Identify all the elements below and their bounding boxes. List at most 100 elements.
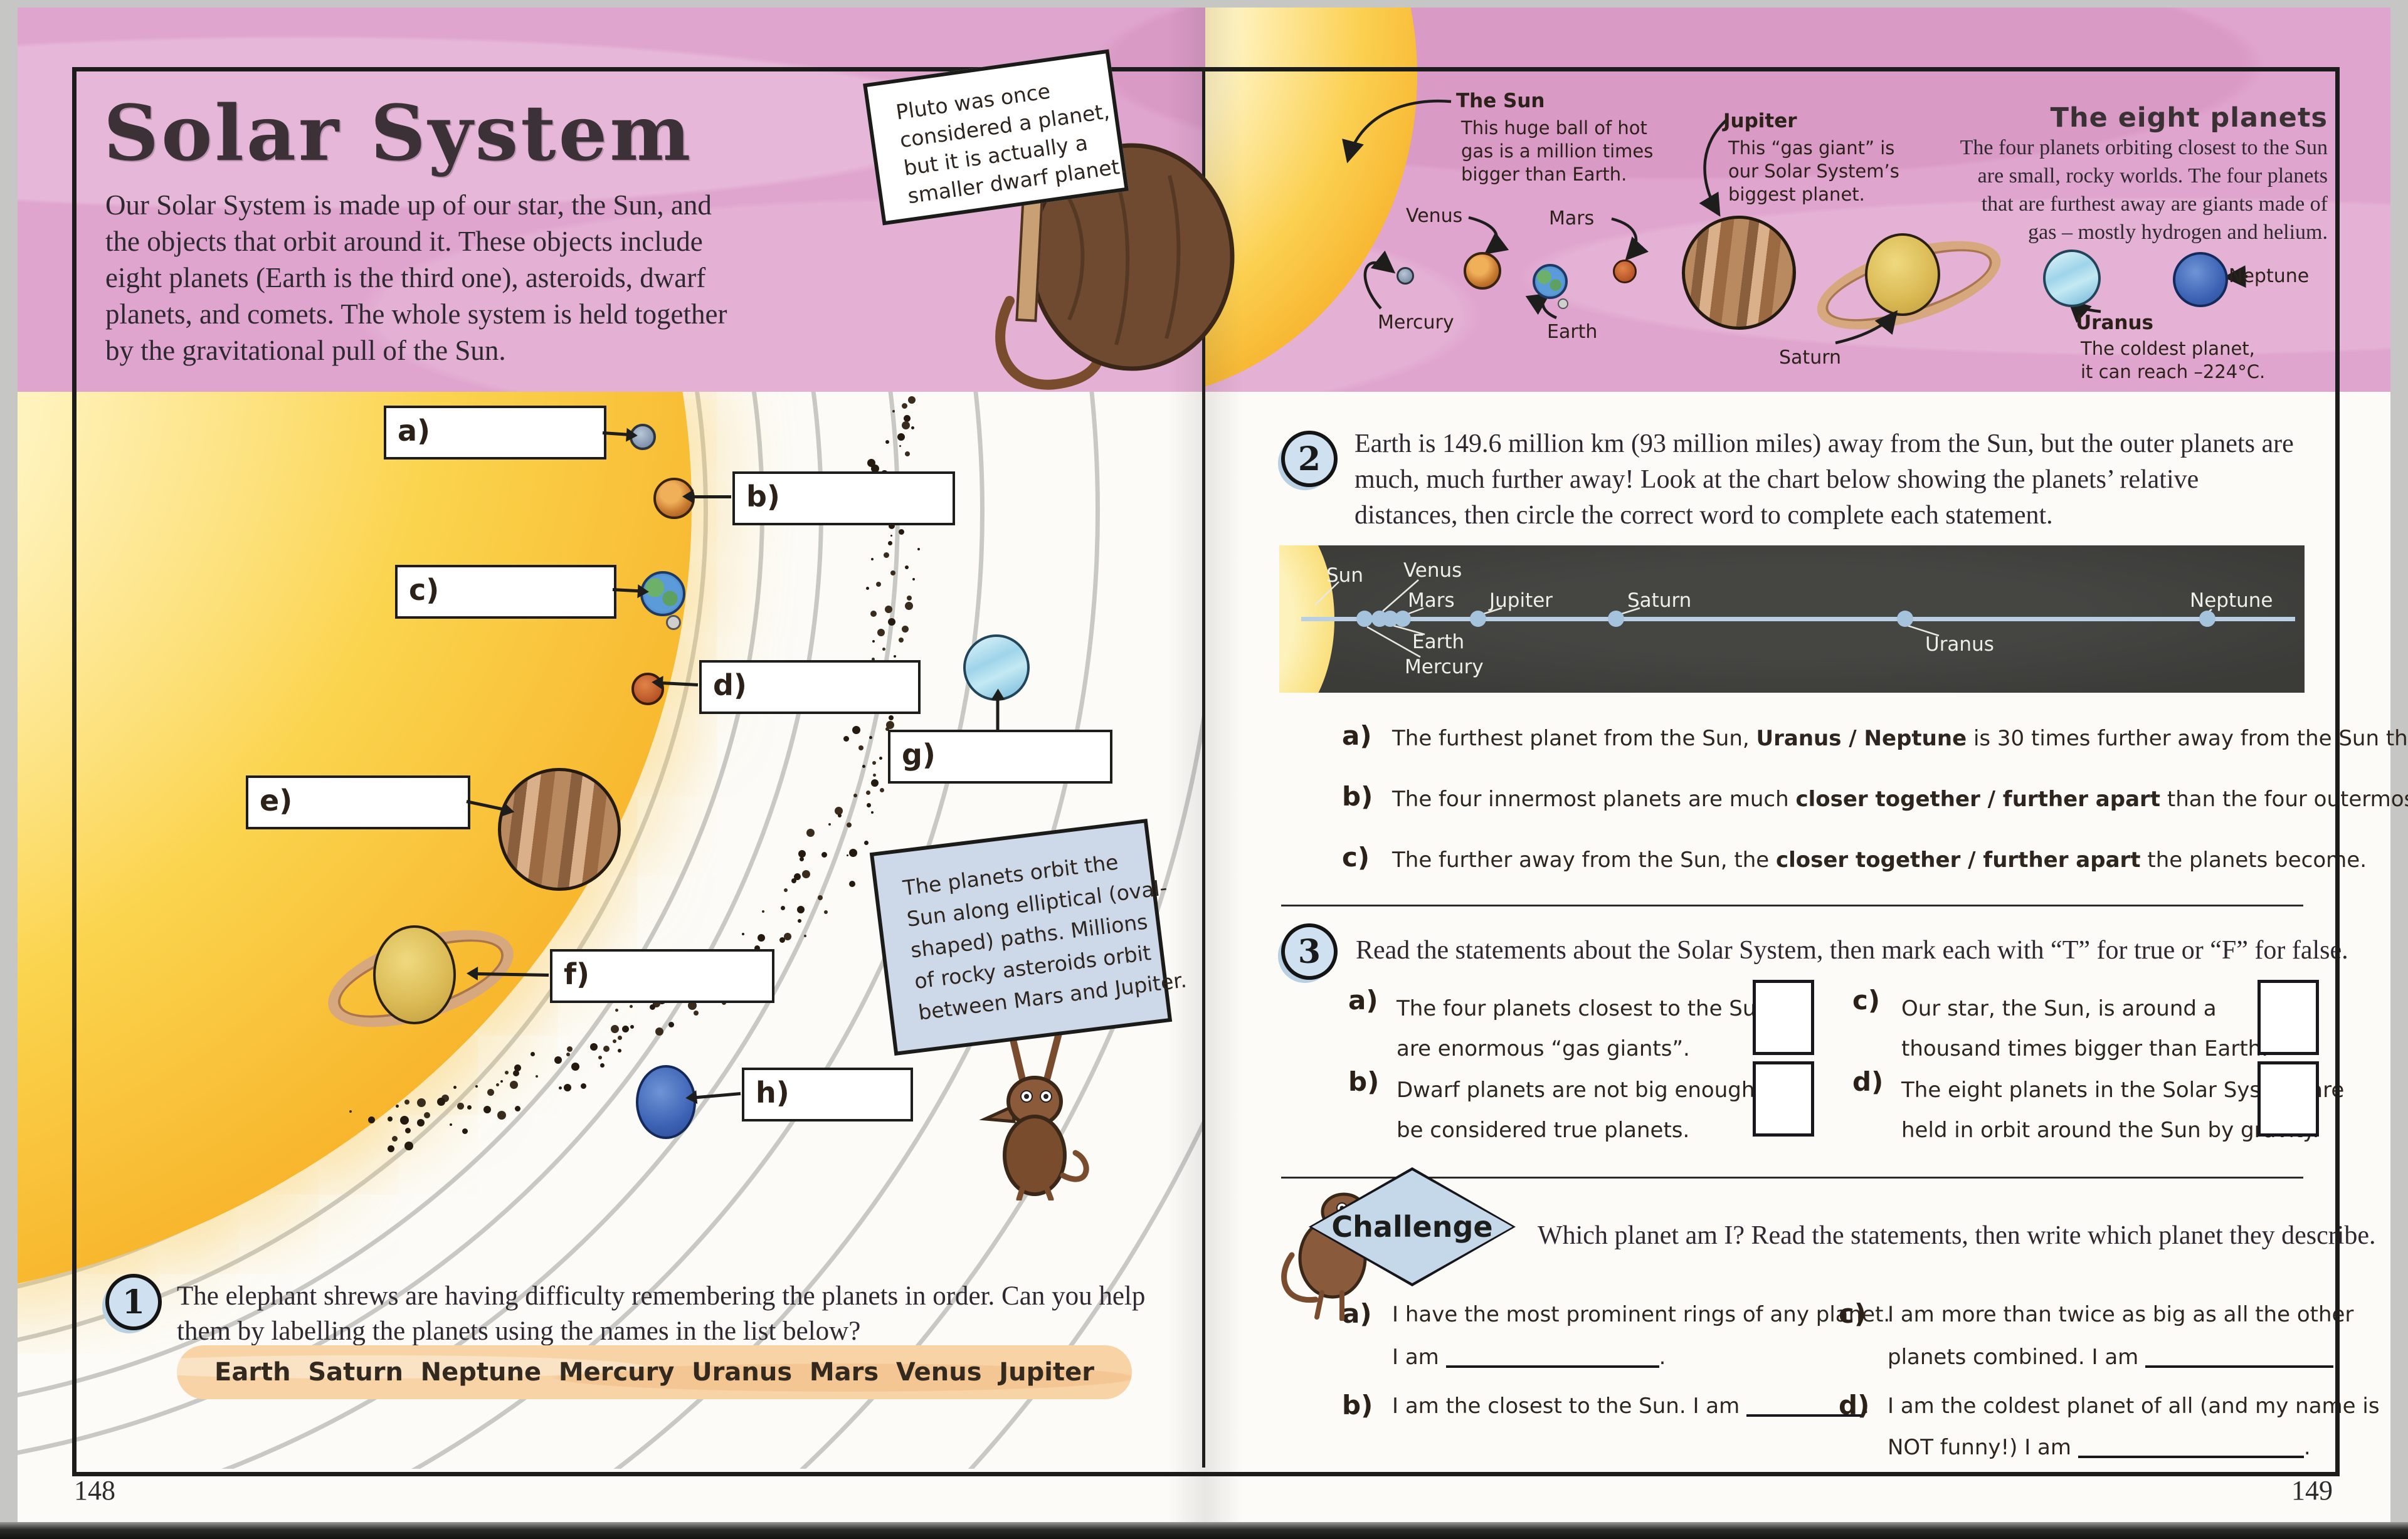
chart-label-uranus: Uranus [1925,633,1994,656]
jupiter-callout-name: Jupiter [1723,110,1797,132]
answer-box-c[interactable]: c) [395,565,616,619]
q3-c-label: c) [1852,985,1881,1016]
challenge-a-answer-blank[interactable] [1445,1347,1659,1368]
q3-a-text: The four planets closest to the Sun are … [1397,996,1770,1061]
planet-earth-left [640,571,685,616]
eight-planets-diagram: The Sun This huge ball of hot gas is a m… [1205,8,2390,392]
planet-mercury-row [1397,267,1414,285]
challenge-b-line1: I am the closest to the Sun. I am . [1392,1394,1869,1419]
eight-planets-heading-block: The eight planets The four planets orbit… [1926,102,2328,246]
chart-dot-neptune [2199,611,2215,627]
challenge-a-line1: I have the most prominent rings of any p… [1392,1302,1891,1327]
word-bank-venus[interactable]: Venus [895,1358,982,1387]
chart-label-jupiter: Jupiter [1489,589,1553,612]
q3-b-text: Dwarf planets are not big enough to be c… [1397,1078,1783,1143]
answer-box-a[interactable]: a) [384,406,606,460]
section-divider [1281,1177,2303,1179]
word-bank-jupiter[interactable]: Jupiter [999,1358,1094,1387]
answer-box-e[interactable]: e) [246,775,470,829]
question-2-text: Earth is 149.6 million km (93 million mi… [1354,429,2294,530]
challenge-c-line1: I am more than twice as big as all the o… [1888,1302,2354,1327]
chart-label-mercury: Mercury [1405,656,1484,678]
uranus-callout-name: Uranus [2076,312,2153,334]
eight-planets-heading: The eight planets [2050,102,2328,134]
q2-statement-c: The further away from the Sun, the close… [1392,848,2367,873]
chart-label-mars: Mars [1408,589,1455,612]
challenge-c-answer-blank[interactable] [2145,1347,2334,1368]
page-number-right: 149 [2291,1475,2333,1506]
q3-c-true-false-box[interactable] [2258,980,2319,1055]
q3-c-text: Our star, the Sun, is around a thousand … [1901,996,2269,1061]
challenge-badge-label: Challenge [1331,1210,1493,1244]
section-divider [1281,905,2303,906]
challenge-c-line2: planets combined. I am . [1888,1345,2340,1370]
moon-row [1558,298,1568,309]
saturn-callout: Saturn [1779,347,1842,369]
challenge-d-answer-blank[interactable] [2078,1437,2304,1458]
q2-choice-a[interactable]: Uranus / Neptune [1756,726,1967,751]
challenge-b-label: b) [1342,1390,1373,1421]
word-bank-saturn[interactable]: Saturn [308,1358,403,1387]
intro-paragraph: Our Solar System is made up of our star,… [105,189,727,366]
q2-statement-b: The four innermost planets are much clos… [1392,787,2408,812]
challenge-d-line1: I am the coldest planet of all (and my n… [1888,1394,2380,1419]
planet-saturn-left [316,910,525,1047]
word-bank-neptune[interactable]: Neptune [420,1358,542,1387]
q2-choice-c[interactable]: closer together / further apart [1775,848,2141,873]
q2-statement-a-label: a) [1342,720,1372,751]
page-title: Solar System [103,88,694,178]
uranus-callout-desc: The coldest planet, it can reach –224°C. [2081,338,2266,382]
q3-b-label: b) [1348,1066,1380,1097]
sun-callout-desc: This huge ball of hot gas is a million t… [1461,117,1654,185]
chart-dot-saturn [1608,611,1624,627]
answer-box-h[interactable]: h) [742,1068,913,1121]
word-bank-earth[interactable]: Earth [214,1358,291,1387]
word-bank-mercury[interactable]: Mercury [558,1358,675,1387]
challenge-a-line2: I am . [1392,1345,1666,1370]
elephant-shrew-holding-sign [979,1021,1089,1200]
q2-statement-a: The furthest planet from the Sun, Uranus… [1392,726,2408,751]
question-3-text: Read the statements about the Solar Syst… [1356,936,2348,965]
word-bank: Earth Saturn Neptune Mercury Uranus Mars… [177,1345,1132,1399]
chart-dot-mars [1395,611,1411,627]
chart-label-venus: Venus [1403,559,1462,582]
question-1-text: The elephant shrews are having difficult… [177,1281,1146,1346]
venus-callout: Venus [1406,205,1463,227]
answer-box-g[interactable]: g) [888,730,1112,784]
challenge-d-label: d) [1839,1390,1870,1421]
chart-line [1301,617,2295,621]
q3-d-true-false-box[interactable] [2258,1061,2319,1137]
chart-label-neptune: Neptune [2190,589,2273,612]
question-1-number: 1 [105,1274,162,1330]
planet-earth-row [1533,264,1568,299]
question-2-number: 2 [1281,431,1338,487]
sun-callout-name: The Sun [1456,90,1545,112]
saturn-body [373,925,456,1024]
answer-box-d[interactable]: d) [699,660,921,714]
saturn-body-row [1865,233,1940,316]
jupiter-callout-desc: This “gas giant” is our Solar System’s b… [1728,137,1899,205]
challenge-b-answer-blank[interactable] [1746,1395,1863,1417]
q3-a-true-false-box[interactable] [1753,980,1814,1055]
chart-label-saturn: Saturn [1627,589,1692,612]
earth-callout: Earth [1547,321,1598,343]
q3-b-true-false-box[interactable] [1753,1061,1814,1137]
q3-a-label: a) [1348,985,1378,1016]
planet-distance-chart: Sun Venus Mars Jupiter Saturn Neptune Ea… [1279,545,2305,693]
planet-jupiter-left [498,768,621,891]
planet-neptune-row [2173,252,2228,307]
challenge-d-line2: NOT funny!) I am . [1888,1435,2311,1460]
page-gutter-line [1202,67,1205,1468]
q2-choice-b[interactable]: closer together / further apart [1795,787,2161,812]
word-bank-uranus[interactable]: Uranus [692,1358,793,1387]
chart-dot-uranus [1897,611,1913,627]
answer-box-f[interactable]: f) [550,949,774,1003]
elephant-shrew-illustration [995,143,1235,390]
challenge-a-label: a) [1342,1298,1372,1329]
moon-left [666,615,681,630]
q3-d-label: d) [1852,1066,1884,1097]
chart-dot-jupiter [1470,611,1486,627]
word-bank-mars[interactable]: Mars [809,1358,879,1387]
answer-box-b[interactable]: b) [732,471,955,525]
right-page-worksheet: 2 Earth is 149.6 million km (93 million … [1205,392,2408,1469]
